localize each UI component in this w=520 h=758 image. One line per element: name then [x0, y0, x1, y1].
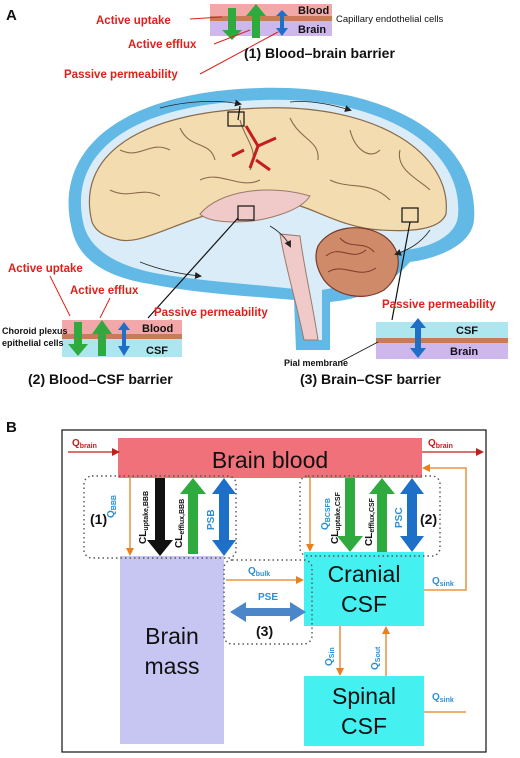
bcsf-active-uptake-label: Active uptake [8, 263, 83, 275]
psc-arrow [400, 478, 424, 552]
q-sink-cranial-label: Qsink [432, 576, 454, 588]
cranial-csf-label-2: CSF [341, 591, 387, 617]
bbb-title: (1) Blood–brain barrier [244, 45, 395, 61]
spinal-csf-box [304, 676, 424, 746]
cl-efflux-bbb-arrow [180, 478, 206, 554]
brain-blood-box [118, 438, 422, 478]
bcsf-strip: Blood CSF [62, 320, 182, 357]
cerebrum [88, 107, 447, 242]
bbb-blood-label: Blood [298, 5, 329, 17]
psb-arrow [212, 478, 236, 556]
cl-uptake-bbb-label: CLuptake,BBB [138, 491, 150, 544]
bcsf-passive-label: Passive permeability [154, 307, 268, 319]
panel-a-label: A [6, 7, 17, 24]
cl-uptake-csf-label: CLuptake,CSF [330, 491, 342, 544]
brain-mass-label-2: mass [145, 653, 200, 679]
bcsf-blood-label: Blood [142, 323, 173, 335]
cerebellum [315, 227, 399, 297]
brain-blood-label: Brain blood [212, 447, 328, 473]
bbb-active-uptake-label: Active uptake [96, 15, 171, 27]
group-1-label: (1) [90, 511, 107, 527]
q-brain-out-label: Qbrain [428, 438, 453, 450]
choroid-label-1: Choroid plexus [2, 326, 68, 336]
cranial-csf-box [304, 552, 424, 626]
brain-illustration [68, 87, 475, 350]
q-brain-in-label: Qbrain [72, 438, 97, 450]
cl-efflux-csf-label: CLefflux,CSF [364, 497, 376, 546]
brcsf-strip: CSF Brain [376, 318, 508, 359]
cl-efflux-csf-arrow [369, 478, 395, 552]
spinal-csf-label-1: Spinal [332, 683, 396, 709]
cranial-csf-label-1: Cranial [328, 561, 401, 587]
q-bcsfb-label: QBCSFB [320, 498, 332, 530]
brcsf-brain-label: Brain [450, 346, 478, 358]
bbb-strip: Blood Brain [210, 4, 332, 40]
brcsf-title: (3) Brain–CSF barrier [300, 371, 441, 387]
bbb-passive-arrow [276, 10, 288, 36]
capillary-cells-label: Capillary endothelial cells [336, 14, 443, 25]
group-2-label: (2) [420, 511, 437, 527]
bcsf-active-efflux-label: Active efflux [70, 285, 139, 297]
capillary-vessels [231, 125, 277, 172]
q-sin-label: QSin [324, 647, 336, 666]
psb-label: PSB [206, 509, 217, 530]
psc-label: PSC [394, 507, 405, 528]
bbb-active-efflux-label: Active efflux [128, 39, 197, 51]
group-1-outline [83, 475, 237, 559]
brcsf-passive-label: Passive permeability [382, 299, 496, 311]
q-sink-spinal-label: Qsink [432, 692, 454, 704]
panel-b-frame [61, 429, 487, 753]
cl-uptake-bbb-arrow [147, 478, 173, 556]
q-sout-label: QSout [370, 646, 382, 670]
pial-membrane-label: Pial membrane [284, 358, 348, 368]
panel-b-label: B [6, 419, 17, 436]
brainstem [279, 233, 319, 341]
bbb-inset-box [227, 111, 245, 127]
cl-uptake-csf-arrow [337, 478, 363, 552]
bcsf-title: (2) Blood–CSF barrier [28, 371, 173, 387]
bcsf-csf-label: CSF [146, 345, 168, 357]
pse-label: PSE [258, 592, 278, 603]
q-bulk-label: Qbulk [248, 566, 270, 578]
group-2-outline [299, 475, 441, 557]
brain-mass-box [120, 556, 224, 744]
q-sink-cranial-arrow [422, 464, 467, 591]
bcsf-inset-box [237, 205, 255, 221]
brcsf-csf-label: CSF [456, 325, 478, 337]
q-bbb-label: QBBB [106, 495, 118, 518]
cl-efflux-bbb-label: CLefflux,BBB [174, 499, 186, 548]
bbb-efflux-arrow [246, 4, 266, 38]
group-3-outline [223, 559, 313, 645]
bbb-blood-layer [210, 4, 332, 16]
bbb-brain-layer [210, 21, 332, 36]
bbb-passive-label: Passive permeability [64, 69, 178, 81]
choroid-label-2: epithelial cells [2, 338, 64, 348]
group-3-label: (3) [256, 623, 273, 639]
brain-mass-label-1: Brain [145, 623, 199, 649]
bbb-endothelial-layer [210, 16, 332, 21]
bbb-brain-label: Brain [298, 24, 326, 36]
pse-arrow [230, 602, 306, 622]
spinal-csf-label-2: CSF [341, 713, 387, 739]
bbb-uptake-arrow [222, 8, 242, 40]
